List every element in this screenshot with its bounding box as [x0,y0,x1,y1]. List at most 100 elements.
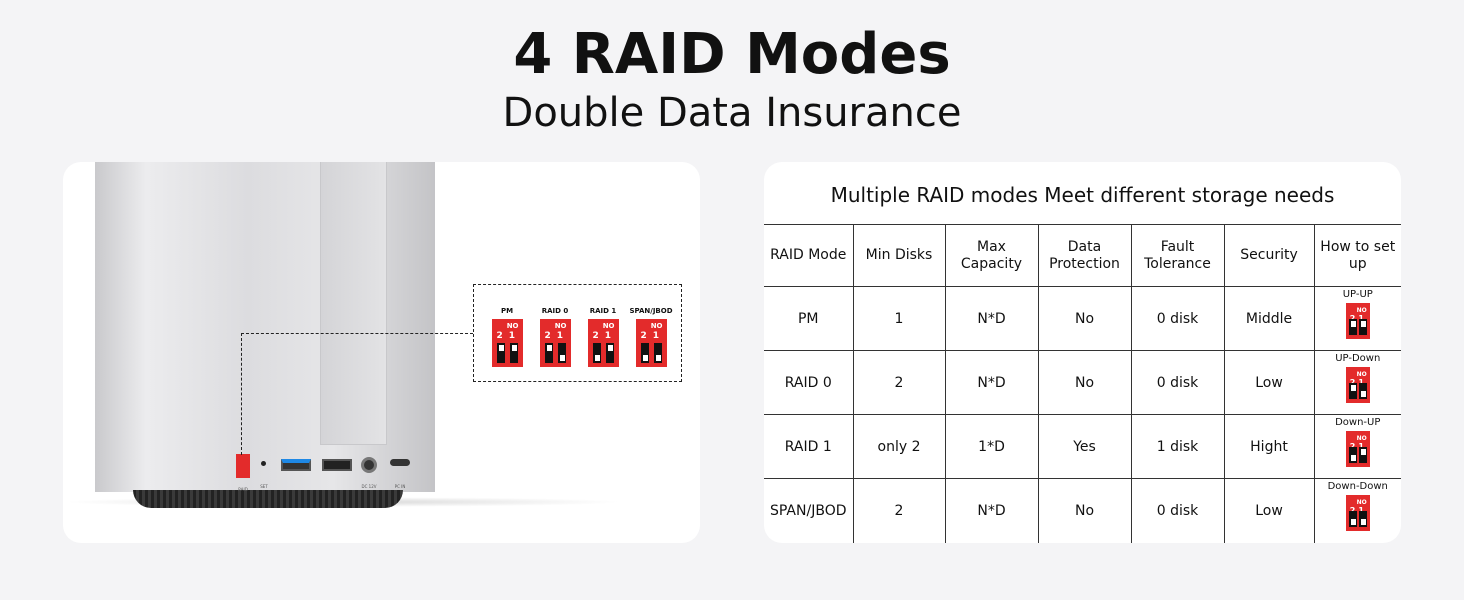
switch-numbers: 21 [592,331,618,341]
switch-1 [1358,319,1367,335]
setup-cell: Down-DownNO21 [1313,478,1401,543]
table-cell: 2 [852,478,946,543]
mode-label: PM [500,307,514,315]
pc-in-label: PC IN [394,484,406,489]
column-header: Max Capacity [944,224,1039,287]
column-header: How to set up [1313,224,1401,287]
table-cell: 0 disk [1130,286,1225,351]
table-cell: 2 [852,350,946,415]
column-header: Security [1223,224,1315,287]
table-cell: 0 disk [1130,350,1225,415]
raid-table-card: Multiple RAID modes Meet different stora… [764,162,1401,543]
table-title: Multiple RAID modes Meet different stora… [830,183,1335,207]
switch-numbers: 21 [544,331,570,341]
usb-a-port-blue [281,459,311,471]
switch-1 [605,343,614,363]
table-cell: SPAN/JBOD [764,478,854,543]
callout-line-vertical [241,333,242,455]
table-cell: N*D [944,350,1039,415]
setup-label: UP-UP [1342,289,1373,300]
table-cell: N*D [944,286,1039,351]
setup-label: UP-Down [1335,353,1381,364]
switch-1 [557,343,566,363]
setup-cell: UP-DownNO21 [1313,350,1401,415]
switch-2 [592,343,601,363]
table-cell: PM [764,286,854,351]
on-label: NO [602,322,615,330]
device-base [133,490,403,508]
switch-numbers: 21 [496,331,522,341]
table-cell: Middle [1223,286,1315,351]
on-label: NO [650,322,663,330]
table-cell: N*D [944,478,1039,543]
page-title: 4 RAID Modes [513,22,951,87]
switch-numbers: 21 [640,331,666,341]
switch-1 [1358,447,1367,463]
set-button[interactable] [261,461,266,466]
switch-2 [496,343,505,363]
switch-2 [1348,383,1357,399]
table-cell: 0 disk [1130,478,1225,543]
table-cell: 1 disk [1130,414,1225,479]
table-cell: Low [1223,478,1315,543]
drive-bay-panel [320,162,387,445]
set-label: SET [260,484,268,489]
column-header: RAID Mode [764,224,854,287]
on-label: NO [506,322,519,330]
on-label: NO [1356,499,1367,506]
on-label: NO [1356,307,1367,314]
table-cell: No [1037,478,1132,543]
table-cell: Yes [1037,414,1132,479]
table-cell: No [1037,350,1132,415]
table-cell: RAID 0 [764,350,854,415]
switch-2 [1348,447,1357,463]
on-label: NO [1356,435,1367,442]
raid-port-label: RAID [238,487,248,492]
table-cell: only 2 [852,414,946,479]
page-subtitle: Double Data Insurance [502,90,962,136]
device-enclosure [95,162,435,492]
table-cell: Hight [1223,414,1315,479]
table-cell: 1 [852,286,946,351]
mode-label: SPAN/JBOD [629,307,673,315]
switch-numbers: 21 [1350,441,1367,453]
switch-2 [640,343,649,363]
table-cell: 1*D [944,414,1039,479]
on-label: NO [1356,371,1367,378]
on-label: NO [554,322,567,330]
switch-1 [653,343,662,363]
table-cell: No [1037,286,1132,351]
switch-1 [1358,511,1367,527]
usb-c-port [390,459,410,466]
mode-label: RAID 0 [541,307,569,315]
dc-label: DC 12V [361,484,377,489]
column-header: Data Protection [1037,224,1132,287]
switch-1 [509,343,518,363]
table-cell: RAID 1 [764,414,854,479]
switch-numbers: 21 [1350,313,1367,325]
column-header: Min Disks [852,224,946,287]
raid-dip-switch[interactable] [236,454,250,478]
column-header: Fault Tolerance [1130,224,1225,287]
table-cell: Low [1223,350,1315,415]
switch-numbers: 21 [1350,505,1367,517]
usb-a-port [322,459,352,471]
